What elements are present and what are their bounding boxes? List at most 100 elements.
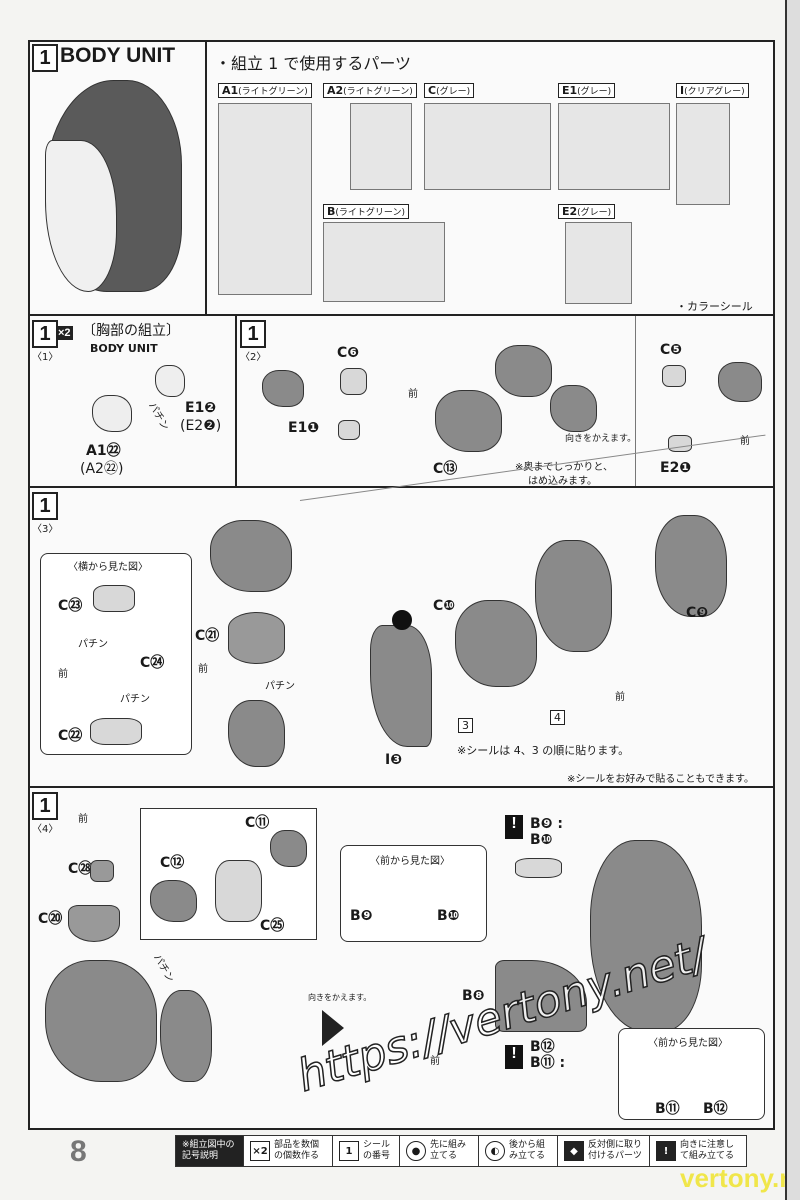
part-label: C❿: [433, 598, 456, 614]
part-illustration: [93, 585, 135, 612]
step-number: 1: [32, 792, 58, 820]
part-label: B❿: [437, 908, 460, 924]
runner-c: [424, 103, 551, 190]
parts-title: ・組立 1 で使用するパーツ: [215, 54, 412, 73]
runner-b: [323, 222, 445, 302]
part-label: C⑪: [245, 815, 270, 831]
part-illustration: [662, 365, 686, 387]
part-label: C⑬: [433, 461, 458, 477]
caution-icon: !: [505, 1045, 523, 1069]
legend-text: 向きに注意して組み立てる: [680, 1140, 735, 1161]
legend-text: 先に組み立てる: [430, 1140, 467, 1161]
part-illustration: [68, 905, 120, 942]
part-label: C⑳: [38, 911, 63, 927]
watermark-logo: vertony.net: [680, 1163, 800, 1193]
part-label: B❽: [462, 988, 485, 1004]
divider: [235, 316, 237, 486]
part-label: C⑫: [160, 855, 185, 871]
legend-item: ●先に組み立てる: [400, 1136, 479, 1166]
part-c9: [655, 515, 727, 617]
legend-text: 部品を数個の個数作る: [274, 1140, 320, 1161]
section-title: BODY UNIT: [60, 44, 176, 67]
legend-text: 後から組み立てる: [509, 1140, 546, 1161]
part-illustration: [215, 860, 262, 922]
inset-title: 〈前から見た図〉: [648, 1038, 728, 1049]
part-label: B⑫: [703, 1101, 728, 1117]
step-row-1-2: [28, 314, 775, 490]
opposite-side-icon: ◆: [564, 1141, 584, 1161]
divider: [635, 316, 636, 486]
part-label: B⑪: [655, 1101, 680, 1117]
legend-item: ◐後から組み立てる: [479, 1136, 558, 1166]
sticker-order-note: ※シールは 4、3 の順に貼ります。: [457, 744, 630, 757]
note: 向きをかえます。: [565, 434, 637, 444]
sticker-3: 3: [458, 718, 473, 733]
runner-tag-e2: E2(グレー): [558, 204, 616, 219]
front-label: 前: [58, 669, 68, 680]
part-illustration: [535, 540, 612, 652]
part-label: A1㉒: [86, 443, 121, 459]
part-label: C㉓: [58, 598, 83, 614]
note: はめ込みます。: [528, 476, 597, 487]
front-label: 前: [740, 436, 750, 447]
sticker-note: ・カラーシール: [676, 300, 753, 313]
runner-e1: [558, 103, 670, 190]
note: 向きをかえます。: [308, 993, 372, 1002]
front-label: 前: [408, 389, 418, 400]
page-number: 8: [70, 1135, 87, 1168]
part-illustration: [435, 390, 502, 452]
part-label: C㉘: [68, 861, 93, 877]
part-illustration: [228, 700, 285, 767]
note: ※奥までしっかりと、: [515, 462, 613, 473]
assemble-later-icon: [392, 610, 412, 630]
part-illustration: [210, 520, 292, 592]
assemble-first-icon: ●: [406, 1141, 426, 1161]
part-label: E2❶: [660, 460, 692, 476]
part-label: B❾ :: [530, 816, 563, 832]
runner-tag-e1: E1(グレー): [558, 83, 616, 98]
x2-icon: ×2: [250, 1141, 270, 1161]
part-illustration: [45, 960, 157, 1082]
x2-icon: ×2: [56, 326, 73, 340]
part-label: C㉑: [195, 628, 220, 644]
legend-item: ◆反対側に取り付けるパーツ: [558, 1136, 650, 1166]
runner-tag-b: B(ライトグリーン): [323, 204, 409, 219]
part-illustration: [228, 612, 285, 664]
part-illustration: [495, 345, 552, 397]
front-label: 前: [78, 814, 88, 825]
part-illustration: [340, 368, 367, 395]
part-label: C❾: [686, 605, 709, 621]
part-label: B❾: [350, 908, 373, 924]
part-label: C❺: [660, 342, 683, 358]
step-number: 1: [32, 492, 58, 520]
front-view-inset: [340, 845, 487, 942]
step-title: 〔胸部の組立〕: [82, 323, 180, 339]
caution-icon: !: [656, 1141, 676, 1161]
step-number: 1: [32, 44, 58, 72]
part-a1-22: [92, 395, 132, 432]
snap-label: パチン: [265, 681, 295, 692]
part-illustration: [718, 362, 762, 402]
part-illustration: [262, 370, 304, 407]
legend-item: !向きに注意して組み立てる: [650, 1136, 746, 1166]
front-label: 前: [430, 1056, 440, 1067]
part-illustration: [515, 858, 562, 878]
legend-title: ※組立図中の記号説明: [176, 1136, 244, 1166]
step-number: 1: [240, 320, 266, 348]
part-c10: [455, 600, 537, 687]
part-label: (E2❷): [180, 418, 222, 434]
runner-a2: [350, 103, 412, 190]
assemble-later-icon: ◐: [485, 1141, 505, 1161]
runner-tag-i: I(クリアグレー): [676, 83, 749, 98]
part-illustration: [338, 420, 360, 440]
part-label: B❿: [530, 832, 553, 848]
runner-e2: [565, 222, 632, 304]
part-label: B⑫: [530, 1039, 555, 1055]
legend-text: シールの番号: [363, 1140, 391, 1161]
part-illustration: [590, 840, 702, 1032]
snap-label: パチン: [120, 694, 150, 705]
front-label: 前: [198, 664, 208, 675]
part-label: I❸: [385, 752, 403, 768]
part-label: C㉕: [260, 918, 285, 934]
